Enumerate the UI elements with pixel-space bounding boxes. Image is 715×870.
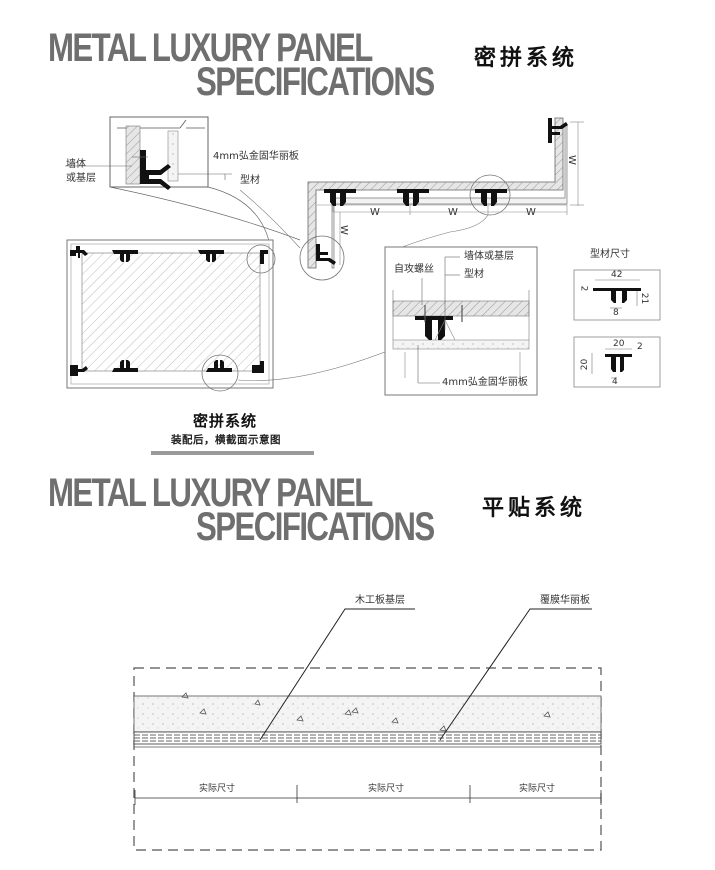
label-profile: 型材 (240, 175, 260, 186)
profile-a-height: 21 (639, 292, 650, 305)
dim-actual-size-1: 实际尺寸 (199, 784, 236, 794)
section2-title-line2: SPECIFICATIONS (196, 505, 435, 549)
panel-cross-section-plan (66, 239, 391, 392)
dim-w-vertical-right: W (565, 155, 577, 165)
dim-actual-size-2: 实际尺寸 (368, 784, 405, 794)
profile-a-width: 42 (611, 270, 623, 280)
label-film-panel: 覆膜华丽板 (540, 595, 590, 606)
section2-title-line1: METAL LUXURY PANEL (48, 471, 373, 515)
section2-title-cn: 平贴系统 (482, 496, 587, 521)
label-profile-section: 型材 (464, 269, 484, 280)
profile-section-detail (384, 246, 538, 396)
label-panel-4mm: 4mm弘金固华丽板 (213, 151, 299, 162)
dim-w-vertical-left: W (337, 225, 349, 235)
profile-size-box-b (573, 336, 661, 388)
dim-actual-size-3: 实际尺寸 (519, 784, 556, 794)
profile-b-gap: 4 (612, 377, 618, 387)
label-wall: 墙体 (66, 159, 86, 170)
section1-title-line1: METAL LUXURY PANEL (48, 26, 373, 70)
close-joint-subcaption: 装配后，横截面示意图 (171, 434, 281, 446)
flat-mount-section (133, 608, 602, 851)
profile-b-thickness: 2 (637, 342, 643, 352)
close-joint-caption: 密拼系统 (193, 412, 258, 430)
dim-w-1: W (370, 207, 380, 218)
label-self-tapping-screw: 自攻螺丝 (394, 264, 434, 275)
corner-detail-box (65, 116, 301, 246)
profile-size-title: 型材尺寸 (590, 249, 630, 260)
label-base-layer: 木工板基层 (355, 595, 405, 606)
profile-b-width: 20 (613, 339, 625, 349)
section1-title-line2: SPECIFICATIONS (196, 60, 435, 104)
dim-w-3: W (526, 207, 536, 218)
caption-divider (151, 451, 314, 455)
label-wall-or-base: 或基层 (66, 173, 96, 184)
dim-w-2: W (448, 207, 458, 218)
profile-b-height: 20 (580, 358, 591, 371)
section1-title-cn: 密拼系统 (474, 46, 579, 71)
label-panel-section: 4mm弘金固华丽板 (442, 377, 528, 388)
label-wall-or-base-layer: 墙体或基层 (464, 251, 514, 262)
profile-a-gap: 8 (613, 308, 619, 318)
profile-size-box-a (573, 269, 661, 321)
wall-plan-section (239, 117, 584, 281)
profile-a-thickness: 2 (578, 285, 589, 292)
